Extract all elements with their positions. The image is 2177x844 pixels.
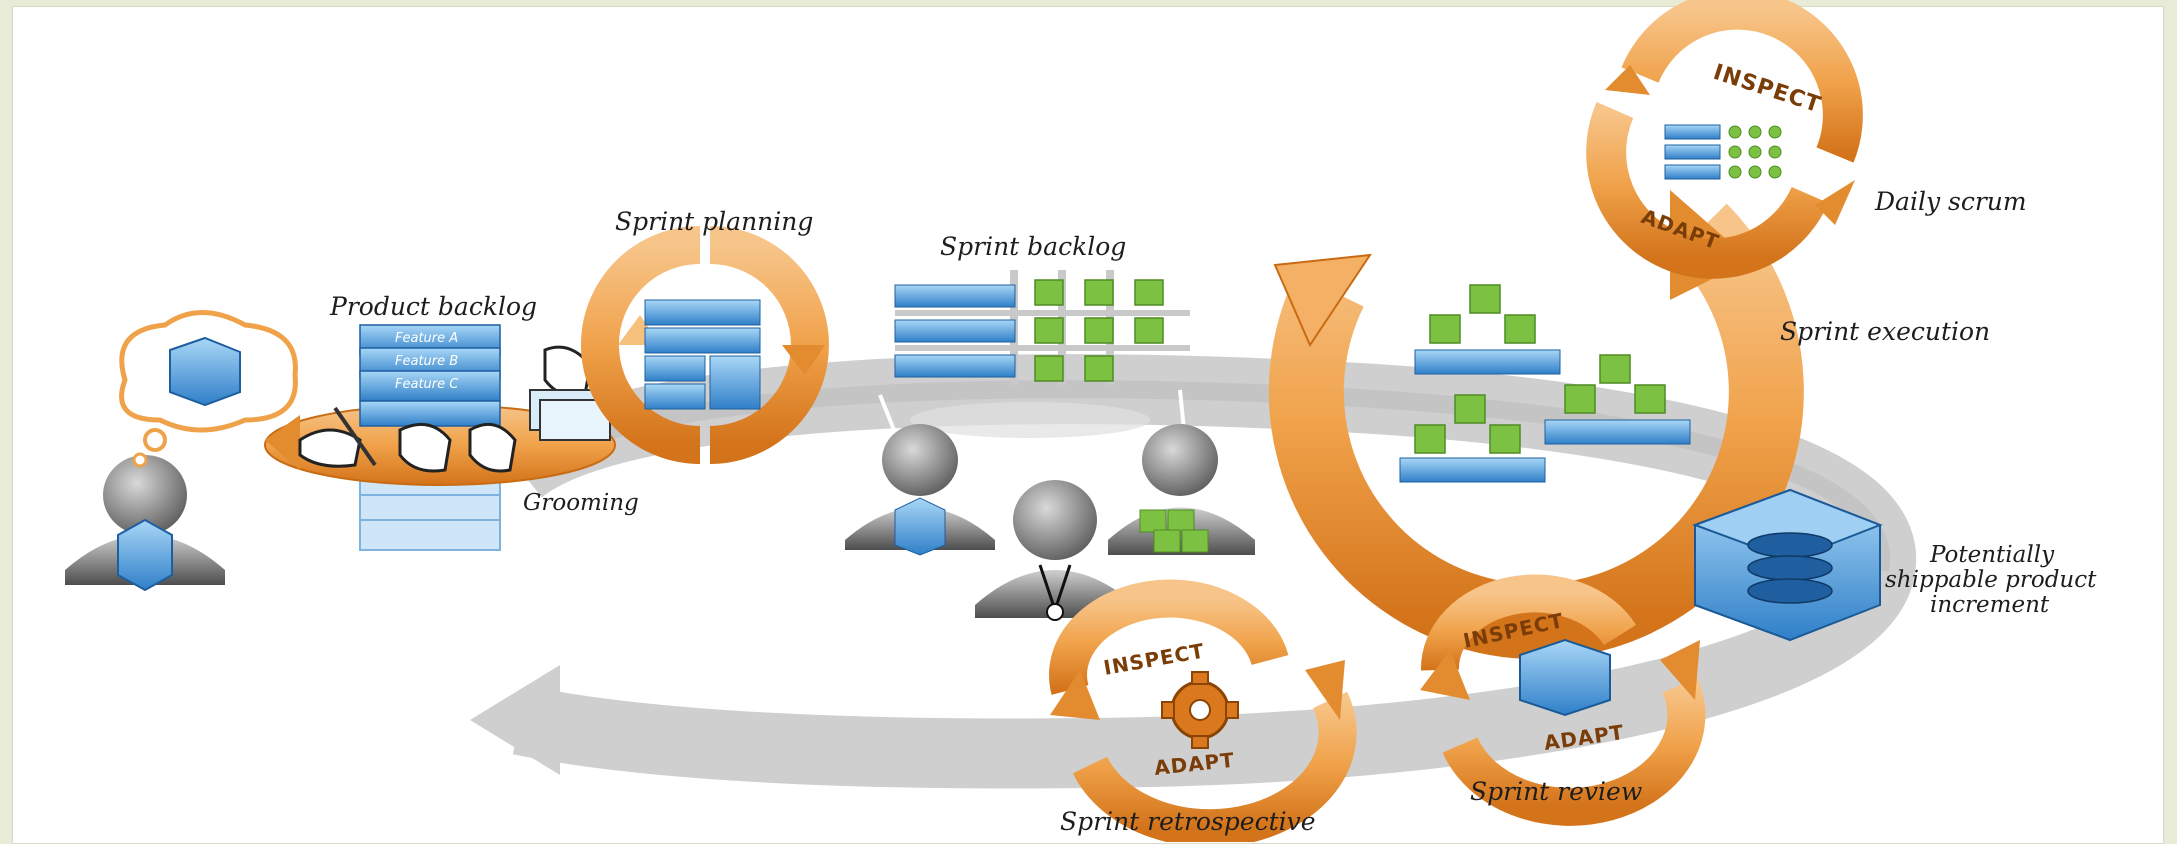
product-owner-person xyxy=(65,455,225,592)
sprint-review-loop: INSPECT ADAPT xyxy=(1420,574,1706,826)
hand-icon xyxy=(398,422,452,473)
task-cubes xyxy=(1034,279,1164,382)
cards-icon xyxy=(529,389,611,441)
label-increment-2: shippable product xyxy=(1885,567,2097,593)
label-increment-1: Potentially xyxy=(1929,542,2055,568)
label-product-backlog: Product backlog xyxy=(329,292,537,321)
label-sprint-backlog: Sprint backlog xyxy=(940,232,1126,261)
badge-icon xyxy=(1046,603,1064,621)
label-sprint-planning: Sprint planning xyxy=(615,207,813,236)
label-increment-3: increment xyxy=(1930,592,2050,618)
hand-icon xyxy=(298,428,362,468)
daily-board xyxy=(1664,124,1782,180)
label-sprint-execution: Sprint execution xyxy=(1780,317,1990,346)
gear-icon xyxy=(1161,671,1239,749)
diagram-labels: Product backlog Sprint planning Sprint b… xyxy=(329,187,2097,836)
thought-bubble xyxy=(119,310,298,468)
retro-inspect-label: INSPECT xyxy=(1102,639,1207,680)
product-increment-cube xyxy=(1692,488,1883,642)
scrum-team xyxy=(845,424,1255,621)
team-member-right xyxy=(1108,424,1255,555)
label-daily-scrum: Daily scrum xyxy=(1874,187,2027,216)
label-grooming: Grooming xyxy=(523,490,639,516)
sprint-backlog-board xyxy=(894,270,1190,438)
team-member-left xyxy=(845,424,995,556)
idea-cube-icon xyxy=(169,336,241,407)
review-cube-icon xyxy=(1519,638,1611,717)
track-arrowhead xyxy=(470,665,560,775)
backlog-item-3: Feature C xyxy=(395,377,459,392)
sprint-planning-icon xyxy=(581,226,829,464)
grooming-hands xyxy=(298,345,611,473)
planning-blocks xyxy=(644,299,761,410)
increment-layers xyxy=(1747,532,1833,604)
scrum-master xyxy=(975,480,1135,621)
label-sprint-retrospective: Sprint retrospective xyxy=(1060,807,1316,836)
label-sprint-review: Sprint review xyxy=(1470,777,1642,806)
daily-inspect-label: INSPECT xyxy=(1710,60,1824,118)
backlog-item-1: Feature A xyxy=(395,331,458,346)
execution-task-trees xyxy=(1399,284,1691,483)
backlog-item-2: Feature B xyxy=(395,354,458,369)
hand-icon xyxy=(468,422,517,473)
